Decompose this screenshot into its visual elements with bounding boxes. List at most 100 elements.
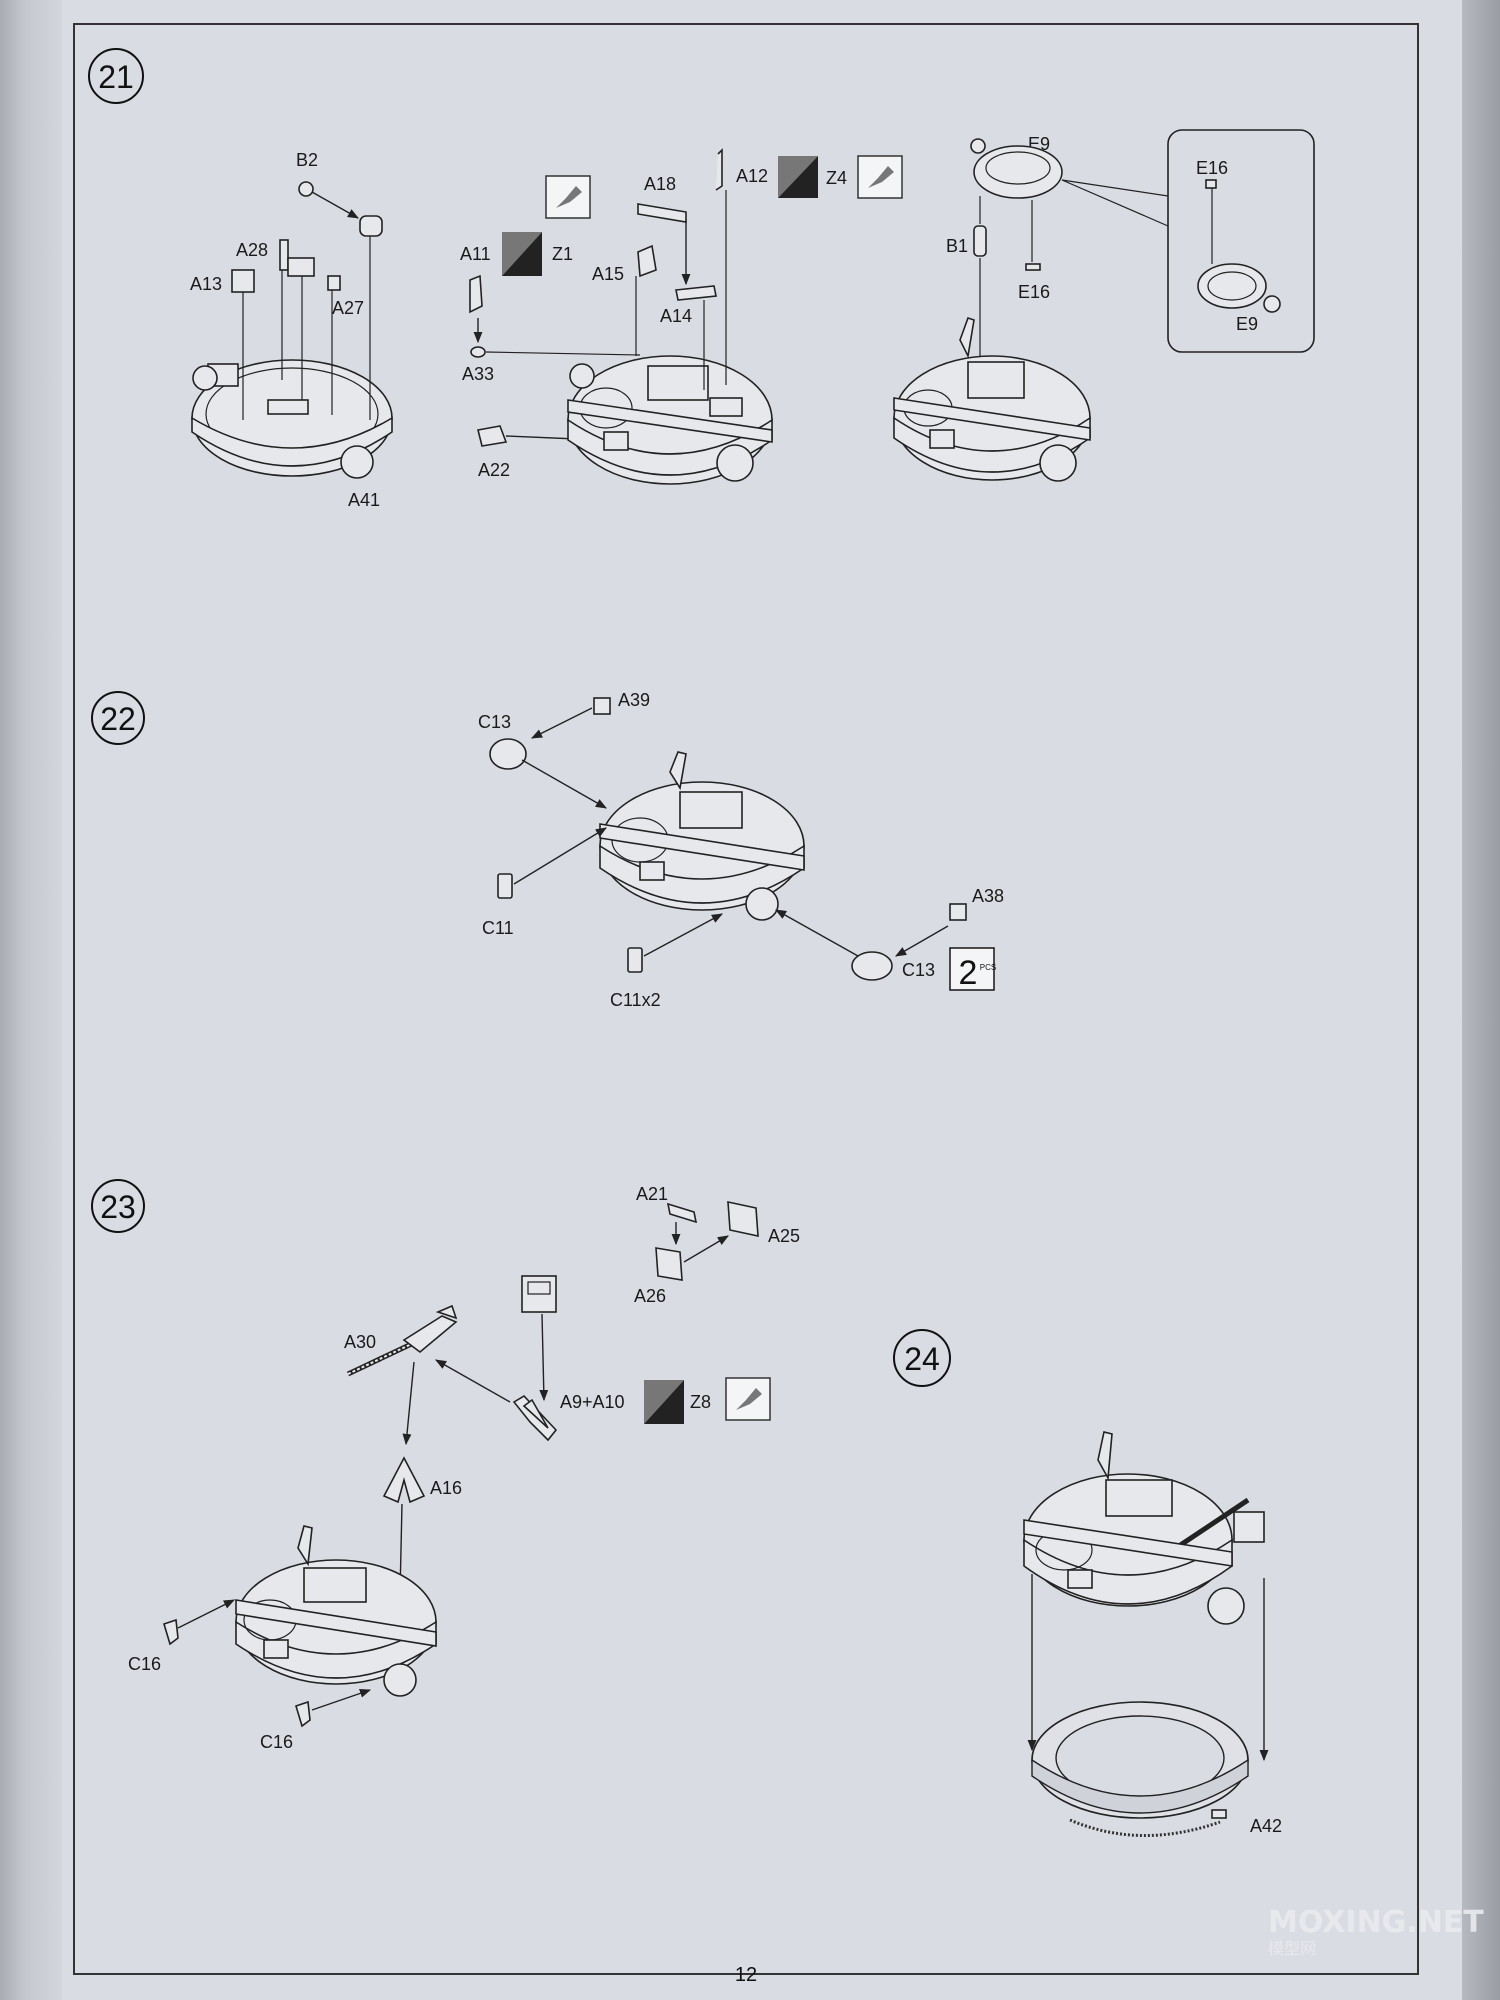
- paint-swatch-icon: [644, 1380, 684, 1424]
- label-c11x2: C11x2: [610, 990, 661, 1010]
- label-a11: A11: [460, 244, 491, 264]
- label-a16: A16: [430, 1478, 462, 1498]
- paint-swatch-icon: [778, 156, 818, 198]
- part-a15: [637, 244, 657, 278]
- watermark-main: MOXING.NET: [1268, 1905, 1484, 1940]
- label-e16-detail: E16: [1196, 158, 1228, 178]
- label-a42: A42: [1250, 1816, 1282, 1836]
- part-a33: [470, 346, 486, 358]
- step-number-badge: 23: [91, 1179, 145, 1233]
- turret-assembly-step21-mid: [567, 355, 773, 485]
- label-c13-top: C13: [478, 712, 511, 732]
- part-c11x2: [627, 947, 643, 973]
- label-z8: Z8: [690, 1392, 711, 1412]
- page-footer: 12: [74, 1964, 1418, 1986]
- part-ammo-box: [521, 1275, 557, 1313]
- label-a14: A14: [660, 306, 692, 326]
- glue-brush-icon: [545, 175, 591, 219]
- label-e16: E16: [1018, 282, 1050, 302]
- label-a9-a10: A9+A10: [560, 1392, 625, 1412]
- turret-assembly-step21-right: [893, 316, 1091, 482]
- step-21: 21 B2 A28 A13 A27 A41: [88, 48, 1315, 510]
- part-a18: [637, 203, 687, 223]
- part-a38: [949, 903, 967, 921]
- quantity-unit: PCS: [980, 963, 996, 972]
- part-e16: [1025, 263, 1041, 271]
- label-a15: A15: [592, 264, 624, 284]
- step-number: 22: [100, 701, 136, 737]
- part-a25: [727, 1200, 759, 1238]
- turret-assembly-a41: [191, 359, 393, 479]
- label-a13: A13: [190, 274, 222, 294]
- page-number: 12: [735, 1964, 757, 1986]
- label-a21: A21: [636, 1184, 668, 1204]
- label-a30: A30: [344, 1332, 376, 1352]
- part-a21: [666, 1202, 698, 1224]
- part-b1: [973, 225, 987, 257]
- part-a30-machine-gun: [346, 1304, 458, 1377]
- label-a27: A27: [332, 298, 364, 318]
- label-a38: A38: [972, 886, 1004, 906]
- step-22: 22 C13 A39 C11 C11x2 A38 C13: [91, 690, 1004, 1010]
- part-a27: [327, 275, 341, 291]
- label-b2: B2: [296, 150, 318, 170]
- label-e9-detail: E9: [1236, 314, 1258, 334]
- turret-assembly-step22: [599, 751, 805, 921]
- label-a12: A12: [736, 166, 768, 186]
- part-a13: [231, 269, 255, 293]
- part-a14: [675, 285, 717, 301]
- part-a22: [477, 425, 508, 447]
- quantity-badge: 2 PCS: [949, 947, 996, 992]
- part-e9: [970, 138, 1063, 199]
- label-a33: A33: [462, 364, 494, 384]
- part-a39: [593, 697, 611, 715]
- step-number-badge: 21: [88, 48, 144, 104]
- part-a42-turret-ring: [1031, 1701, 1249, 1837]
- previous-page-edge: [0, 0, 62, 2000]
- part-c13-top: [489, 738, 527, 770]
- glue-brush-icon: [725, 1377, 771, 1421]
- paint-swatch-icon: [502, 232, 542, 276]
- label-a25: A25: [768, 1226, 800, 1246]
- label-z4: Z4: [826, 168, 847, 188]
- step-23: 23 A21 A25 A26 A30 A9+A10 Z8: [91, 1179, 800, 1752]
- part-c11: [497, 873, 513, 899]
- part-a11: [469, 274, 483, 314]
- label-a41: A41: [348, 490, 380, 510]
- turret-assembly-step23: [235, 1525, 437, 1697]
- part-c16-left: [163, 1618, 179, 1646]
- label-a22: A22: [478, 460, 510, 480]
- part-a12: [715, 148, 723, 191]
- label-c13-bottom: C13: [902, 960, 935, 980]
- step-24: 24 A42: [893, 1329, 1282, 1837]
- step-number: 23: [100, 1189, 136, 1225]
- label-a18: A18: [644, 174, 676, 194]
- part-a26: [655, 1247, 683, 1281]
- glue-brush-icon: [857, 155, 903, 199]
- step-number-badge: 24: [893, 1329, 951, 1387]
- step-number: 21: [98, 59, 134, 95]
- part-a28: [279, 239, 315, 277]
- label-a39: A39: [618, 690, 650, 710]
- label-c16-left: C16: [128, 1654, 161, 1674]
- part-b2: [298, 181, 314, 197]
- part-a9-a10: [512, 1394, 558, 1442]
- label-z1: Z1: [552, 244, 573, 264]
- turret-assembly-step24: [1023, 1431, 1265, 1625]
- step-number-badge: 22: [91, 691, 145, 745]
- page-shadow-edge: [1462, 0, 1500, 2000]
- part-b2-target: [359, 215, 383, 237]
- part-c16-bottom: [295, 1700, 311, 1728]
- watermark-sub: 模型网: [1268, 1939, 1316, 1958]
- label-c11: C11: [482, 918, 514, 938]
- label-b1: B1: [946, 236, 968, 256]
- detail-callout-box: E16 E9: [1167, 129, 1315, 353]
- label-a28: A28: [236, 240, 268, 260]
- page-frame: [73, 23, 1419, 1975]
- label-c16-bottom: C16: [260, 1732, 293, 1752]
- part-a16: [382, 1456, 426, 1504]
- step-number: 24: [904, 1341, 940, 1377]
- label-a26: A26: [634, 1286, 666, 1306]
- watermark: MOXING.NET 模型网: [1268, 1905, 1484, 1958]
